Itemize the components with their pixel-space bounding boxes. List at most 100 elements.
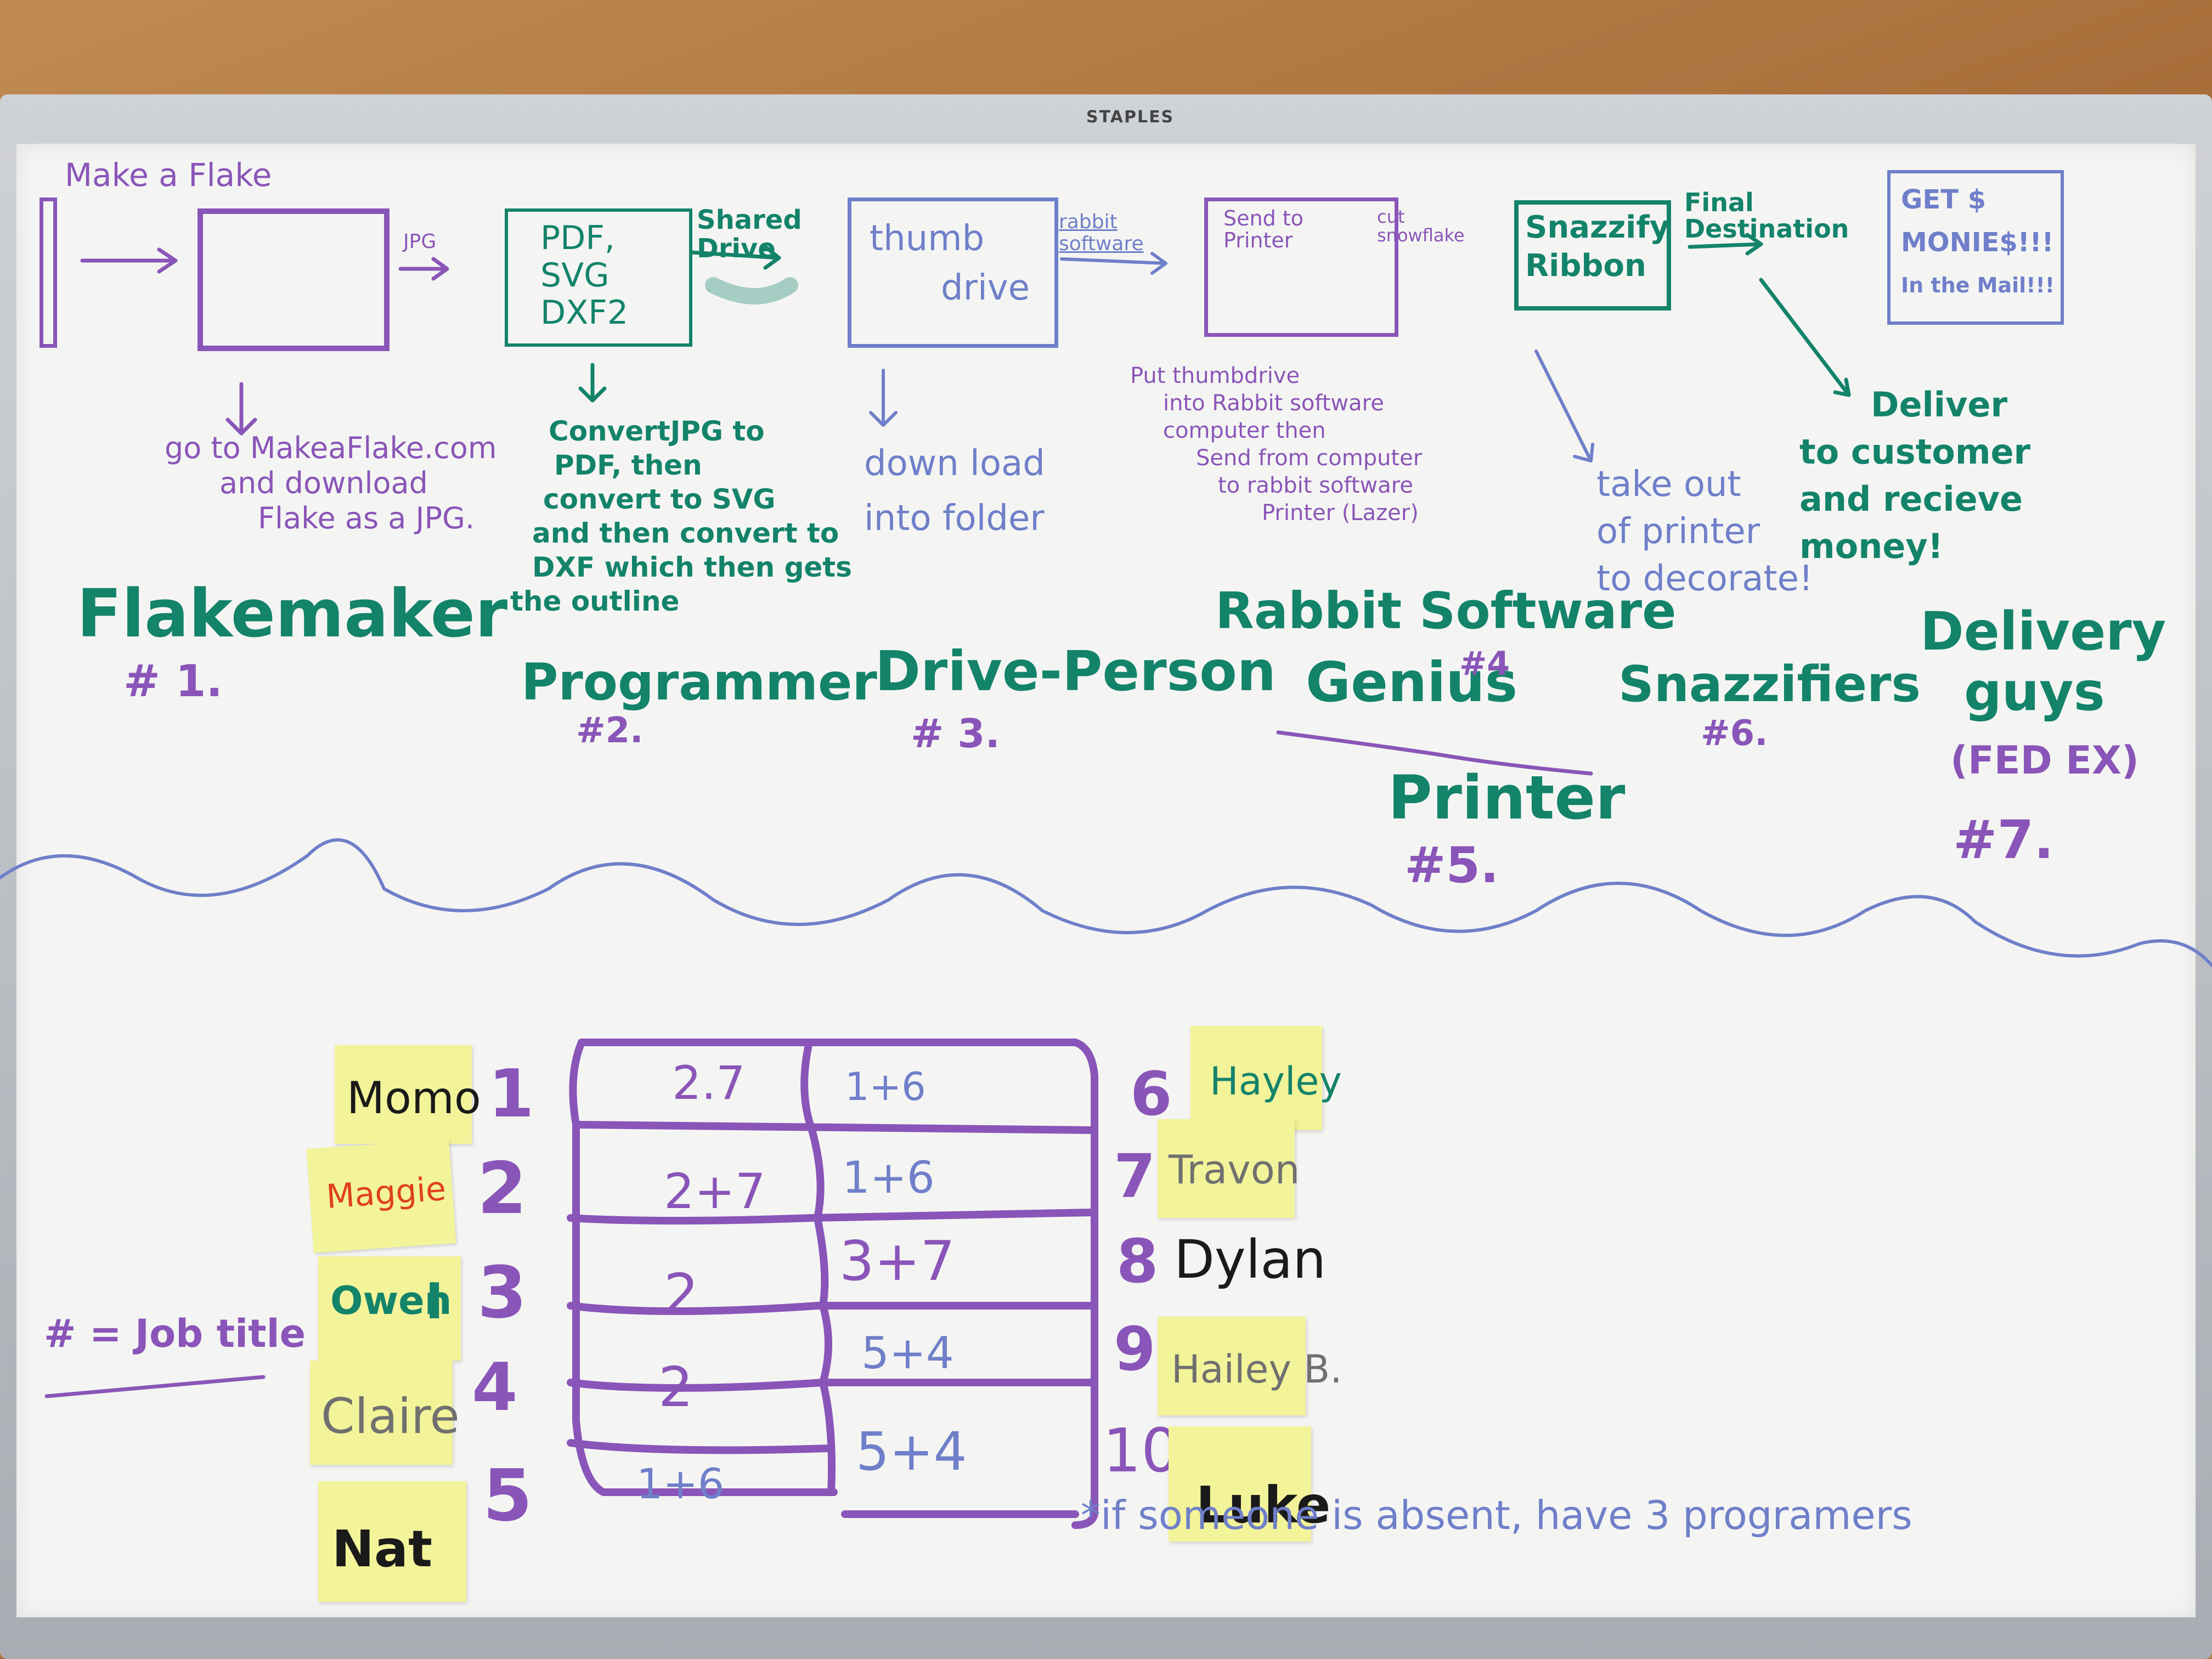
role-3-name: Drive-Person (875, 639, 1276, 703)
name-claire: Claire (321, 1388, 460, 1444)
flow-box-thumb-drive (848, 198, 1058, 348)
role-1-name: Flakemaker (77, 576, 508, 652)
step5-text: take out of printer to decorate! (1596, 464, 1813, 599)
underline-genius (1276, 730, 1593, 776)
wave-divider (0, 838, 2212, 967)
name-nat: Nat (332, 1520, 433, 1578)
role-7-name-line2: guys (1964, 661, 2105, 723)
right-number-10: 10 (1103, 1415, 1180, 1486)
role-4-name-line1: Rabbit Software (1215, 582, 1677, 640)
table-cell-r2-c1: 2+7 (664, 1163, 766, 1220)
name-hailey-b: Hailey B. (1171, 1347, 1342, 1392)
sticky-note-hayley: Hayley (1190, 1026, 1342, 1130)
sticky-note-maggie: Maggie (306, 1139, 456, 1253)
role-5-number: #5. (1404, 837, 1499, 894)
sticky-note-travon: Travon (1158, 1119, 1300, 1218)
flow-box-programmer (505, 208, 692, 347)
step2-text: ConvertJPG to PDF, then convert to SVG a… (510, 415, 852, 617)
table-row-line-5 (567, 1439, 832, 1454)
sticky-note-owen: Owen I (318, 1256, 461, 1361)
role-7-subtitle: (FED EX) (1950, 738, 2139, 783)
right-number-8: 8 (1116, 1226, 1159, 1296)
step6-text: Deliver to customer and recieve money! (1799, 385, 2031, 566)
shared-drive-label: Shared Drive (697, 205, 802, 264)
right-number-6: 6 (1130, 1059, 1172, 1129)
name-hayley: Hayley (1210, 1059, 1342, 1104)
table-cell-r4-c2: 5+4 (861, 1328, 954, 1379)
box-snazzify-text: Snazzify Ribbon (1525, 210, 1670, 284)
final-destination-label: Final Destination (1684, 188, 1849, 244)
table-cell-r3-c2: 3+7 (839, 1229, 956, 1293)
flow-box-money (1887, 170, 2064, 325)
table-cell-r5-c2: 5+4 (856, 1421, 967, 1482)
role-4-name-line2: Genius (1306, 650, 1518, 714)
box-money-text: GET $ MONIE$!!! In the Mail!!! (1901, 184, 2055, 297)
arrow-1 (80, 247, 178, 274)
sticky-note-luke: Luke (1169, 1426, 1330, 1542)
role-4-number: #4 (1459, 645, 1510, 683)
sticky-note-claire: Claire (310, 1361, 460, 1465)
role-7-name-line1: Delivery (1920, 601, 2166, 662)
down-arrow-2 (578, 363, 607, 403)
table-row-line-3 (567, 1302, 1096, 1315)
role-2-number: #2. (576, 710, 644, 751)
box-programmer-text: PDF, SVG DXF2 (540, 219, 628, 332)
right-number-7: 7 (1114, 1141, 1156, 1211)
brand-label: STAPLES (1086, 108, 1175, 127)
table-cell-r3-c1: 2 (664, 1262, 699, 1326)
name-luke: Luke (1196, 1476, 1331, 1534)
down-arrow-3 (869, 369, 898, 427)
table-row-line-4 (567, 1379, 1096, 1392)
down-arrow-1 (225, 382, 257, 436)
jpg-label: JPG (403, 230, 437, 253)
step3-text: down load into folder (864, 443, 1045, 539)
table-cell-r5-c1: 1+6 (636, 1459, 725, 1508)
name-owen: Owen (330, 1278, 452, 1323)
left-number-5: 5 (483, 1454, 533, 1537)
left-number-4: 4 (472, 1350, 518, 1426)
name-travon: Travon (1169, 1147, 1300, 1193)
role-3-number: # 3. (911, 710, 1000, 757)
owen-mark: I (425, 1273, 444, 1330)
table-cell-r2-c2: 1+6 (842, 1152, 935, 1203)
arrow-deliver (1759, 278, 1851, 397)
step1-text: go to MakeaFlake.com and download Flake … (165, 431, 497, 535)
table-cell-r1-c2: 1+6 (845, 1064, 926, 1109)
legend-job-title: # = Job title (44, 1311, 306, 1356)
sticky-note-hailey-b: Hailey B. (1158, 1317, 1342, 1415)
name-dylan: Dylan (1174, 1229, 1327, 1290)
flow-box-flakemaker (198, 208, 390, 351)
name-maggie: Maggie (325, 1169, 448, 1216)
box-thumb-drive-text: thumb drive (870, 218, 1030, 308)
table-row-line-1 (572, 1121, 1096, 1134)
sticky-note-momo: Momo (335, 1045, 481, 1144)
flow-box-snazzify (1514, 200, 1671, 311)
footnote-absent: *if someone is absent, have 3 programers (1081, 1492, 1912, 1538)
arrow-2 (398, 257, 449, 281)
step4-text: Put thumbdrive into Rabbit software comp… (1130, 363, 1423, 526)
left-number-2: 2 (477, 1147, 527, 1230)
sticky-note-nat: Nat (318, 1481, 466, 1602)
name-momo: Momo (347, 1073, 481, 1124)
board-heading: Make a Flake (65, 156, 272, 194)
right-number-9: 9 (1114, 1314, 1156, 1384)
underline-legend (44, 1375, 266, 1398)
role-7-number: #7. (1953, 809, 2054, 871)
role-5-name: Printer (1388, 763, 1626, 833)
flow-start-marker (40, 198, 57, 348)
arrow-3 (689, 245, 781, 270)
arrow-final (1688, 233, 1763, 256)
table-column-line (800, 1039, 836, 1496)
role-6-number: #6. (1701, 713, 1768, 754)
flow-box-printer (1204, 198, 1398, 337)
role-1-number: # 1. (123, 656, 223, 707)
table-outline (569, 1039, 1098, 1529)
left-number-1: 1 (488, 1056, 534, 1132)
table-row-line-2 (567, 1209, 1096, 1224)
role-2-name: Programmer (521, 653, 877, 712)
role-6-name: Snazzifiers (1618, 656, 1921, 713)
cut-snowflake-label: cut snowflake (1377, 206, 1465, 246)
left-number-3: 3 (477, 1251, 527, 1334)
table-cell-r4-c1: 2 (658, 1355, 693, 1419)
